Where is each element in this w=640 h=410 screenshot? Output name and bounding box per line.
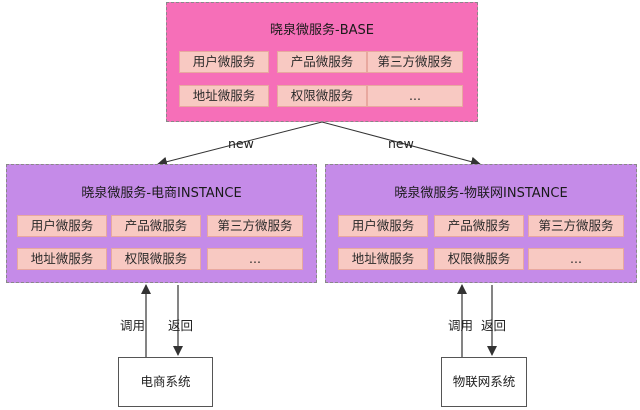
iot-chip-address: 地址微服务 <box>338 248 428 270</box>
iot-chip-third-party: 第三方微服务 <box>528 215 624 237</box>
iot-chip-product: 产品微服务 <box>434 215 524 237</box>
base-chip-address: 地址微服务 <box>179 85 269 107</box>
return-label-left: 返回 <box>168 318 194 333</box>
ecommerce-chip-ellipsis: ... <box>207 248 303 270</box>
iot-chip-ellipsis: ... <box>528 248 624 270</box>
new-arrow-right <box>321 121 481 167</box>
base-chip-ellipsis: ... <box>367 85 463 107</box>
base-service-box: 晓泉微服务-BASE 用户微服务 产品微服务 第三方微服务 地址微服务 权限微服… <box>166 2 478 122</box>
iot-instance-box: 晓泉微服务-物联网INSTANCE 用户微服务 产品微服务 第三方微服务 地址微… <box>325 164 637 283</box>
new-label-right: new <box>388 136 414 151</box>
ecommerce-chip-permission: 权限微服务 <box>111 248 201 270</box>
ecommerce-instance-box: 晓泉微服务-电商INSTANCE 用户微服务 产品微服务 第三方微服务 地址微服… <box>6 164 317 283</box>
base-chip-permission: 权限微服务 <box>277 85 367 107</box>
iot-chip-permission: 权限微服务 <box>434 248 524 270</box>
new-label-left: new <box>228 136 254 151</box>
new-arrow-left <box>157 121 323 167</box>
base-chip-user: 用户微服务 <box>179 51 269 73</box>
iot-chip-user: 用户微服务 <box>338 215 428 237</box>
ecommerce-chip-third-party: 第三方微服务 <box>207 215 303 237</box>
return-label-right: 返回 <box>481 318 507 333</box>
base-chip-third-party: 第三方微服务 <box>367 51 463 73</box>
ecommerce-chip-user: 用户微服务 <box>17 215 107 237</box>
ecommerce-chip-product: 产品微服务 <box>111 215 201 237</box>
iot-instance-title: 晓泉微服务-物联网INSTANCE <box>394 186 568 201</box>
ecommerce-system-box: 电商系统 <box>118 357 213 407</box>
ecommerce-chip-address: 地址微服务 <box>17 248 107 270</box>
call-label-right: 调用 <box>448 318 474 333</box>
iot-system-box: 物联网系统 <box>441 357 527 407</box>
base-title: 晓泉微服务-BASE <box>270 23 374 38</box>
call-label-left: 调用 <box>120 318 146 333</box>
base-chip-product: 产品微服务 <box>277 51 367 73</box>
ecommerce-instance-title: 晓泉微服务-电商INSTANCE <box>81 186 242 201</box>
